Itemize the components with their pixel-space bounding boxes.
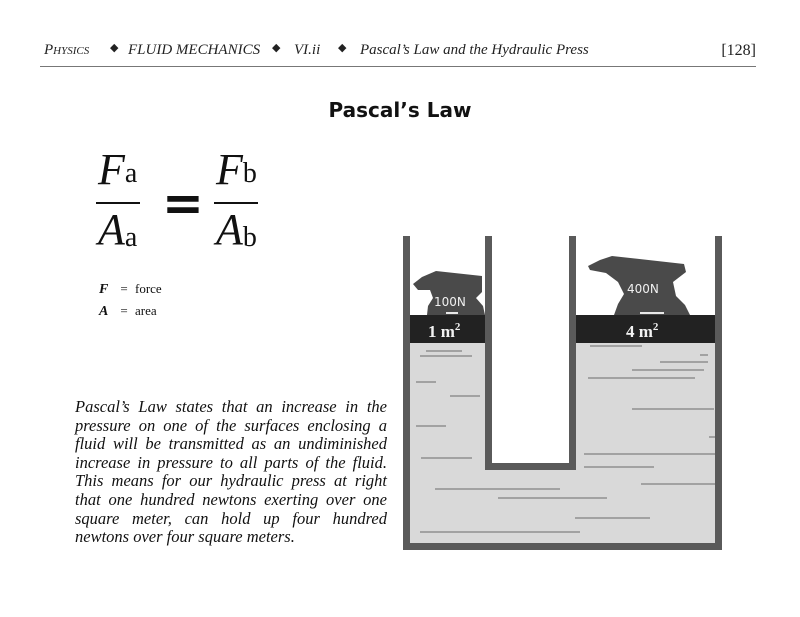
bottom-wall [403, 543, 722, 550]
right-denominator: Ab [216, 205, 257, 254]
fraction-bar [214, 202, 258, 204]
breadcrumb-section: VI.ii [294, 42, 321, 58]
fluid-lines [416, 345, 715, 533]
equals-sign: = [162, 174, 204, 232]
left-area-label: 1 m2 [428, 321, 461, 341]
right-piston [576, 315, 715, 343]
left-denominator: Aa [98, 205, 138, 254]
bullet-separator-icon: ◆ [110, 42, 119, 54]
right-fraction: Fb Ab [214, 148, 274, 258]
hydraulic-press-diagram: 100N 400N 1 m2 4 m2 [403, 236, 722, 550]
left-numerator: Fa [98, 145, 138, 194]
left-anvil-icon [413, 271, 485, 315]
right-weight-label: 400N [627, 282, 659, 296]
left-piston [410, 315, 485, 343]
pascal-formula: Fa Aa = Fb Ab [96, 148, 276, 258]
right-wall [715, 236, 722, 550]
left-wall [403, 236, 410, 550]
breadcrumb-topic: Pascal’s Law and the Hydraulic Press [360, 42, 589, 58]
right-anvil-icon [588, 256, 690, 315]
fraction-bar [96, 202, 140, 204]
right-numerator: Fb [216, 145, 257, 194]
page-title: Pascal’s Law [328, 98, 472, 122]
bullet-separator-icon: ◆ [338, 42, 347, 54]
breadcrumb-subject: Physics [44, 42, 90, 58]
breadcrumb-chapter: FLUID MECHANICS [128, 42, 261, 58]
left-fraction: Fa Aa [96, 148, 156, 258]
legend-row-area: A=area [99, 303, 157, 319]
header-divider [40, 66, 756, 67]
bullet-separator-icon: ◆ [272, 42, 281, 54]
page-number: [128] [721, 42, 756, 59]
variable-legend: F=force A=area [99, 278, 162, 322]
running-header: Physics ◆ FLUID MECHANICS ◆ VI.ii ◆ Pasc… [44, 42, 756, 64]
left-weight-label: 100N [434, 295, 466, 309]
legend-row-force: F=force [99, 281, 162, 297]
right-area-label: 4 m2 [626, 321, 659, 341]
explanation-paragraph: Pascal’s Law states that an increase in … [75, 397, 387, 547]
